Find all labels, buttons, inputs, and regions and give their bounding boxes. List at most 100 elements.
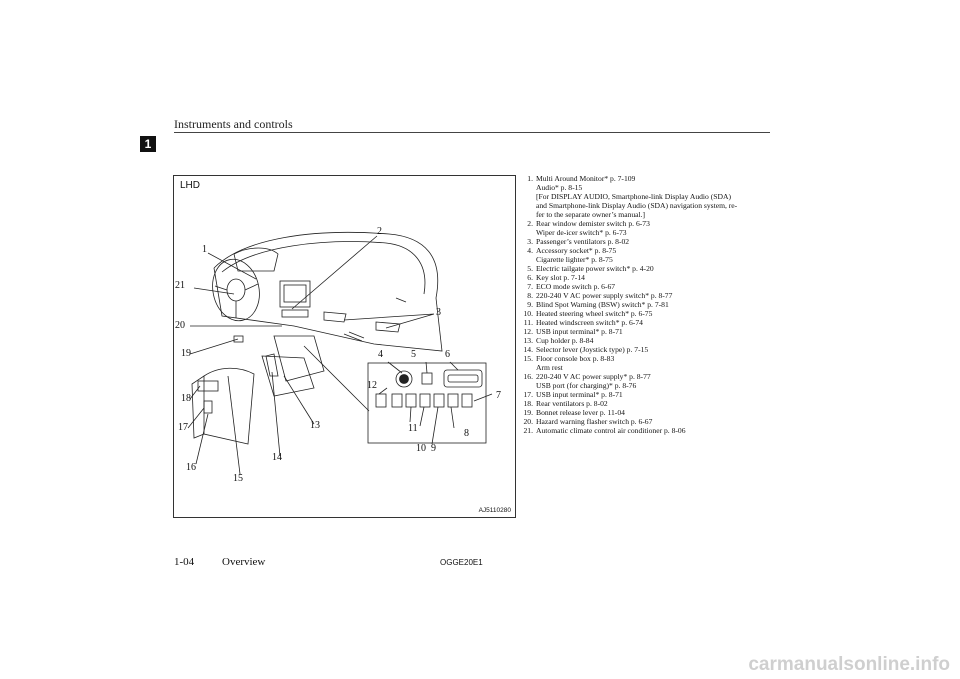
rear-socket <box>203 400 213 414</box>
list-item: 11.Heated windscreen switch* p. 6-74 <box>521 318 777 327</box>
detail-leaders-side <box>378 387 493 402</box>
list-item: 14.Selector lever (Joystick type) p. 7-1… <box>521 345 777 354</box>
header-rule <box>174 132 770 133</box>
list-item: 9.Blind Spot Warning (BSW) switch* p. 7-… <box>521 300 777 309</box>
list-item-text: 220-240 V AC power supply* p. 8-77 <box>536 372 651 381</box>
list-item: 18.Rear ventilators p. 8-02 <box>521 399 777 408</box>
list-item: 21.Automatic climate control air conditi… <box>521 426 777 435</box>
list-item-number: 5. <box>527 264 533 273</box>
steering-spokes <box>214 283 259 318</box>
list-item-number: 7. <box>527 282 533 291</box>
list-item-text: Rear ventilators p. 8-02 <box>536 399 608 408</box>
list-item-text: Heated steering wheel switch* p. 6-75 <box>536 309 653 318</box>
leader-15 <box>227 375 241 475</box>
callout-6: 6 <box>445 349 450 360</box>
list-item-number: 21. <box>523 426 534 435</box>
callout-11: 11 <box>408 423 418 434</box>
leader-3 <box>343 313 435 329</box>
list-item-text: Audio* p. 8-15 <box>536 183 583 192</box>
list-item: 7.ECO mode switch p. 6-67 <box>521 282 777 291</box>
callout-10: 10 <box>416 443 426 454</box>
list-item-text: Selector lever (Joystick type) p. 7-15 <box>536 345 649 354</box>
list-item-number: 3. <box>527 237 533 246</box>
list-item-text: Hazard warning flasher switch p. 6-67 <box>536 417 653 426</box>
tailgate-switch <box>421 372 433 385</box>
list-item-number: 12. <box>523 327 534 336</box>
list-item-number: 1. <box>527 174 533 183</box>
passenger-vent-side <box>375 321 401 333</box>
steering-wheel <box>212 258 260 322</box>
list-item: 17.USB input terminal* p. 8-71 <box>521 390 777 399</box>
leader-18 <box>189 385 201 400</box>
callout-8: 8 <box>464 428 469 439</box>
center-console-front <box>273 335 325 382</box>
list-item-number: 10. <box>523 309 534 318</box>
accessory-socket <box>395 370 413 388</box>
callout-1: 1 <box>202 244 207 255</box>
list-item-text: Passenger’s ventilators p. 8-02 <box>536 237 630 246</box>
list-item-text: Multi Around Monitor* p. 7-109 <box>536 174 636 183</box>
list-item-text: USB input terminal* p. 8-71 <box>536 390 623 399</box>
list-item-text: USB input terminal* p. 8-71 <box>536 327 623 336</box>
switch-heated-windscreen <box>391 393 403 408</box>
callout-17: 17 <box>178 422 188 433</box>
list-item-text: USB port (for charging)* p. 8-76 <box>536 381 637 390</box>
list-item-number: 8. <box>527 291 533 300</box>
list-item-number: 14. <box>523 345 534 354</box>
dashboard-top-outline <box>213 231 439 299</box>
detail-leaders-top <box>387 361 459 374</box>
list-item-text: Cup holder p. 8-84 <box>536 336 594 345</box>
list-item-number: 6. <box>527 273 533 282</box>
list-item: 6.Key slot p. 7-14 <box>521 273 777 282</box>
list-item-text: [For DISPLAY AUDIO, Smartphone-link Disp… <box>536 192 731 201</box>
list-item-text: Bonnet release lever p. 11-04 <box>536 408 625 417</box>
list-item-text: Blind Spot Warning (BSW) switch* p. 7-81 <box>536 300 669 309</box>
list-item-text: Cigarette lighter* p. 8-75 <box>536 255 613 264</box>
list-item-text: Arm rest <box>536 363 563 372</box>
dashboard-front <box>213 267 443 352</box>
list-item-number: 9. <box>527 300 533 309</box>
list-item-text: and Smartphone-link Display Audio (SDA) … <box>536 201 738 210</box>
callout-9: 9 <box>431 443 436 454</box>
steering-hub <box>226 278 246 302</box>
leader-13 <box>283 375 315 425</box>
callout-2: 2 <box>377 226 382 237</box>
callout-18: 18 <box>181 393 191 404</box>
figure-tag: LHD <box>180 180 201 191</box>
callout-19: 19 <box>181 348 191 359</box>
floor-console-side <box>191 375 205 439</box>
callout-5: 5 <box>411 349 416 360</box>
chapter-tab: 1 <box>140 136 156 152</box>
dashboard-illustration: 1 2 3 4 5 6 7 8 9 10 11 12 13 14 15 16 1… <box>175 226 501 484</box>
switch-ac-power <box>433 393 445 408</box>
switch-eco-mode <box>461 393 473 408</box>
rear-ventilators <box>197 380 219 392</box>
list-item-text: Heated windscreen switch* p. 6-74 <box>536 318 643 327</box>
callout-16: 16 <box>186 462 196 473</box>
list-item: 10.Heated steering wheel switch* p. 6-75 <box>521 309 777 318</box>
footer-section-title: Overview <box>222 556 266 568</box>
list-item-text: 220-240 V AC power supply switch* p. 8-7… <box>536 291 673 300</box>
list-item-text: Wiper de-icer switch* p. 6-73 <box>536 228 627 237</box>
callout-7: 7 <box>496 390 501 401</box>
list-item-text: Floor console box p. 8-83 <box>536 354 615 363</box>
list-item-number: 16. <box>523 372 534 381</box>
list-item-text: fer to the separate owner’s manual.] <box>536 210 646 219</box>
leader-14 <box>271 371 281 457</box>
leader-16 <box>195 413 209 465</box>
page-header-title: Instruments and controls <box>174 117 293 131</box>
passenger-vent-center <box>323 311 347 323</box>
switch-eco-mode-left <box>447 393 459 408</box>
instrument-cluster <box>233 247 279 272</box>
list-item-number: 15. <box>523 354 534 363</box>
list-item-number: 18. <box>523 399 534 408</box>
list-item-text: Electric tailgate power switch* p. 4-20 <box>536 264 654 273</box>
watermark: carmanualsonline.info <box>748 654 950 675</box>
callout-21: 21 <box>175 280 185 291</box>
footer-page-number: 1-04 <box>174 556 195 568</box>
